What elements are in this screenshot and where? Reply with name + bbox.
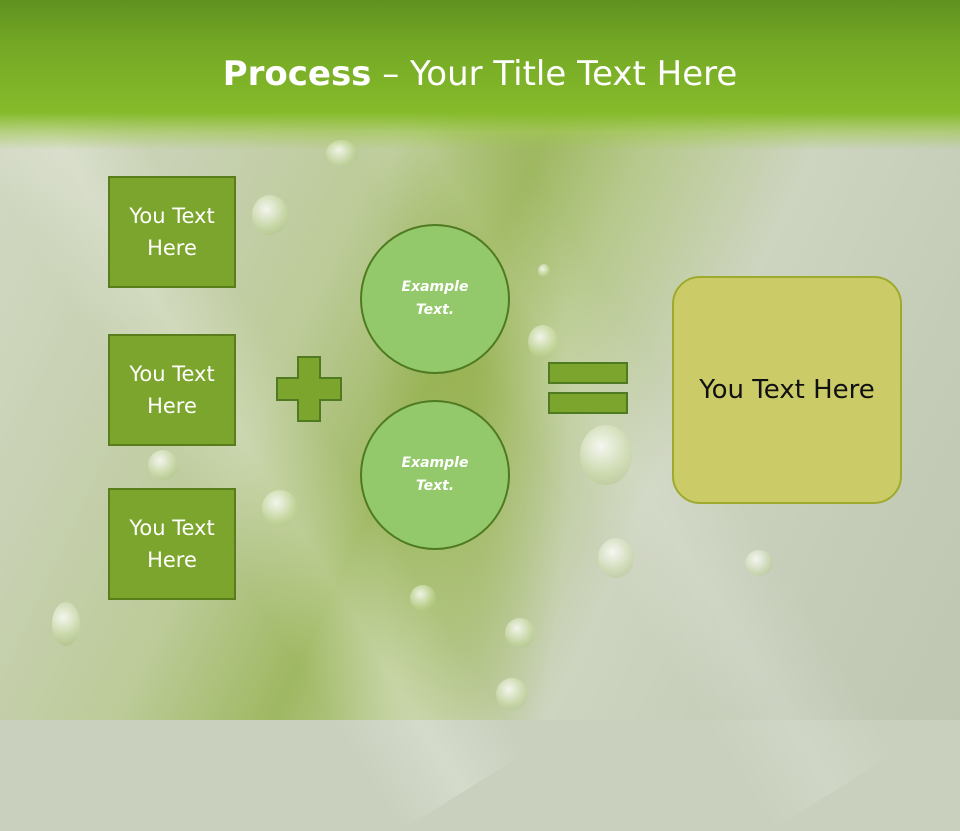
text-box-1[interactable]: You Text Here [108, 176, 236, 288]
circle-line: Example [401, 455, 469, 471]
text-box-line: You Text [129, 204, 215, 228]
text-box-3[interactable]: You Text Here [108, 488, 236, 600]
text-box-2[interactable]: You Text Here [108, 334, 236, 446]
text-box-label: You Text Here [129, 200, 214, 264]
circle-line: Text. [415, 478, 455, 494]
circle-label: Example Text. [402, 276, 469, 322]
water-drop [262, 490, 298, 526]
title-rest: – Your Title Text Here [371, 54, 738, 94]
water-drop [580, 425, 632, 485]
circle-label: Example Text. [402, 452, 469, 498]
text-box-label: You Text Here [129, 512, 214, 576]
water-drop [148, 450, 178, 480]
water-drop [410, 585, 436, 611]
equals-icon [548, 362, 628, 414]
water-drop [252, 195, 288, 235]
example-circle-2[interactable]: Example Text. [360, 400, 510, 550]
water-drop [52, 602, 80, 646]
result-label: You Text Here [699, 375, 875, 405]
water-drop [538, 264, 550, 278]
text-box-label: You Text Here [129, 358, 214, 422]
circle-line: Text. [415, 302, 455, 318]
plus-icon [276, 356, 342, 422]
text-box-line: Here [147, 548, 197, 572]
text-box-line: Here [147, 394, 197, 418]
title-bold: Process [222, 54, 372, 94]
text-box-line: Here [147, 236, 197, 260]
water-drop [505, 618, 535, 648]
water-drop [496, 678, 528, 710]
text-box-line: You Text [129, 362, 215, 386]
water-drop [528, 325, 558, 359]
result-box[interactable]: You Text Here [672, 276, 902, 504]
example-circle-1[interactable]: Example Text. [360, 224, 510, 374]
water-drop [598, 538, 634, 578]
circle-line: Example [401, 279, 469, 295]
title-bar [0, 0, 960, 150]
slide-title: Process – Your Title Text Here [0, 52, 960, 96]
text-box-line: You Text [129, 516, 215, 540]
water-drop [745, 550, 773, 576]
